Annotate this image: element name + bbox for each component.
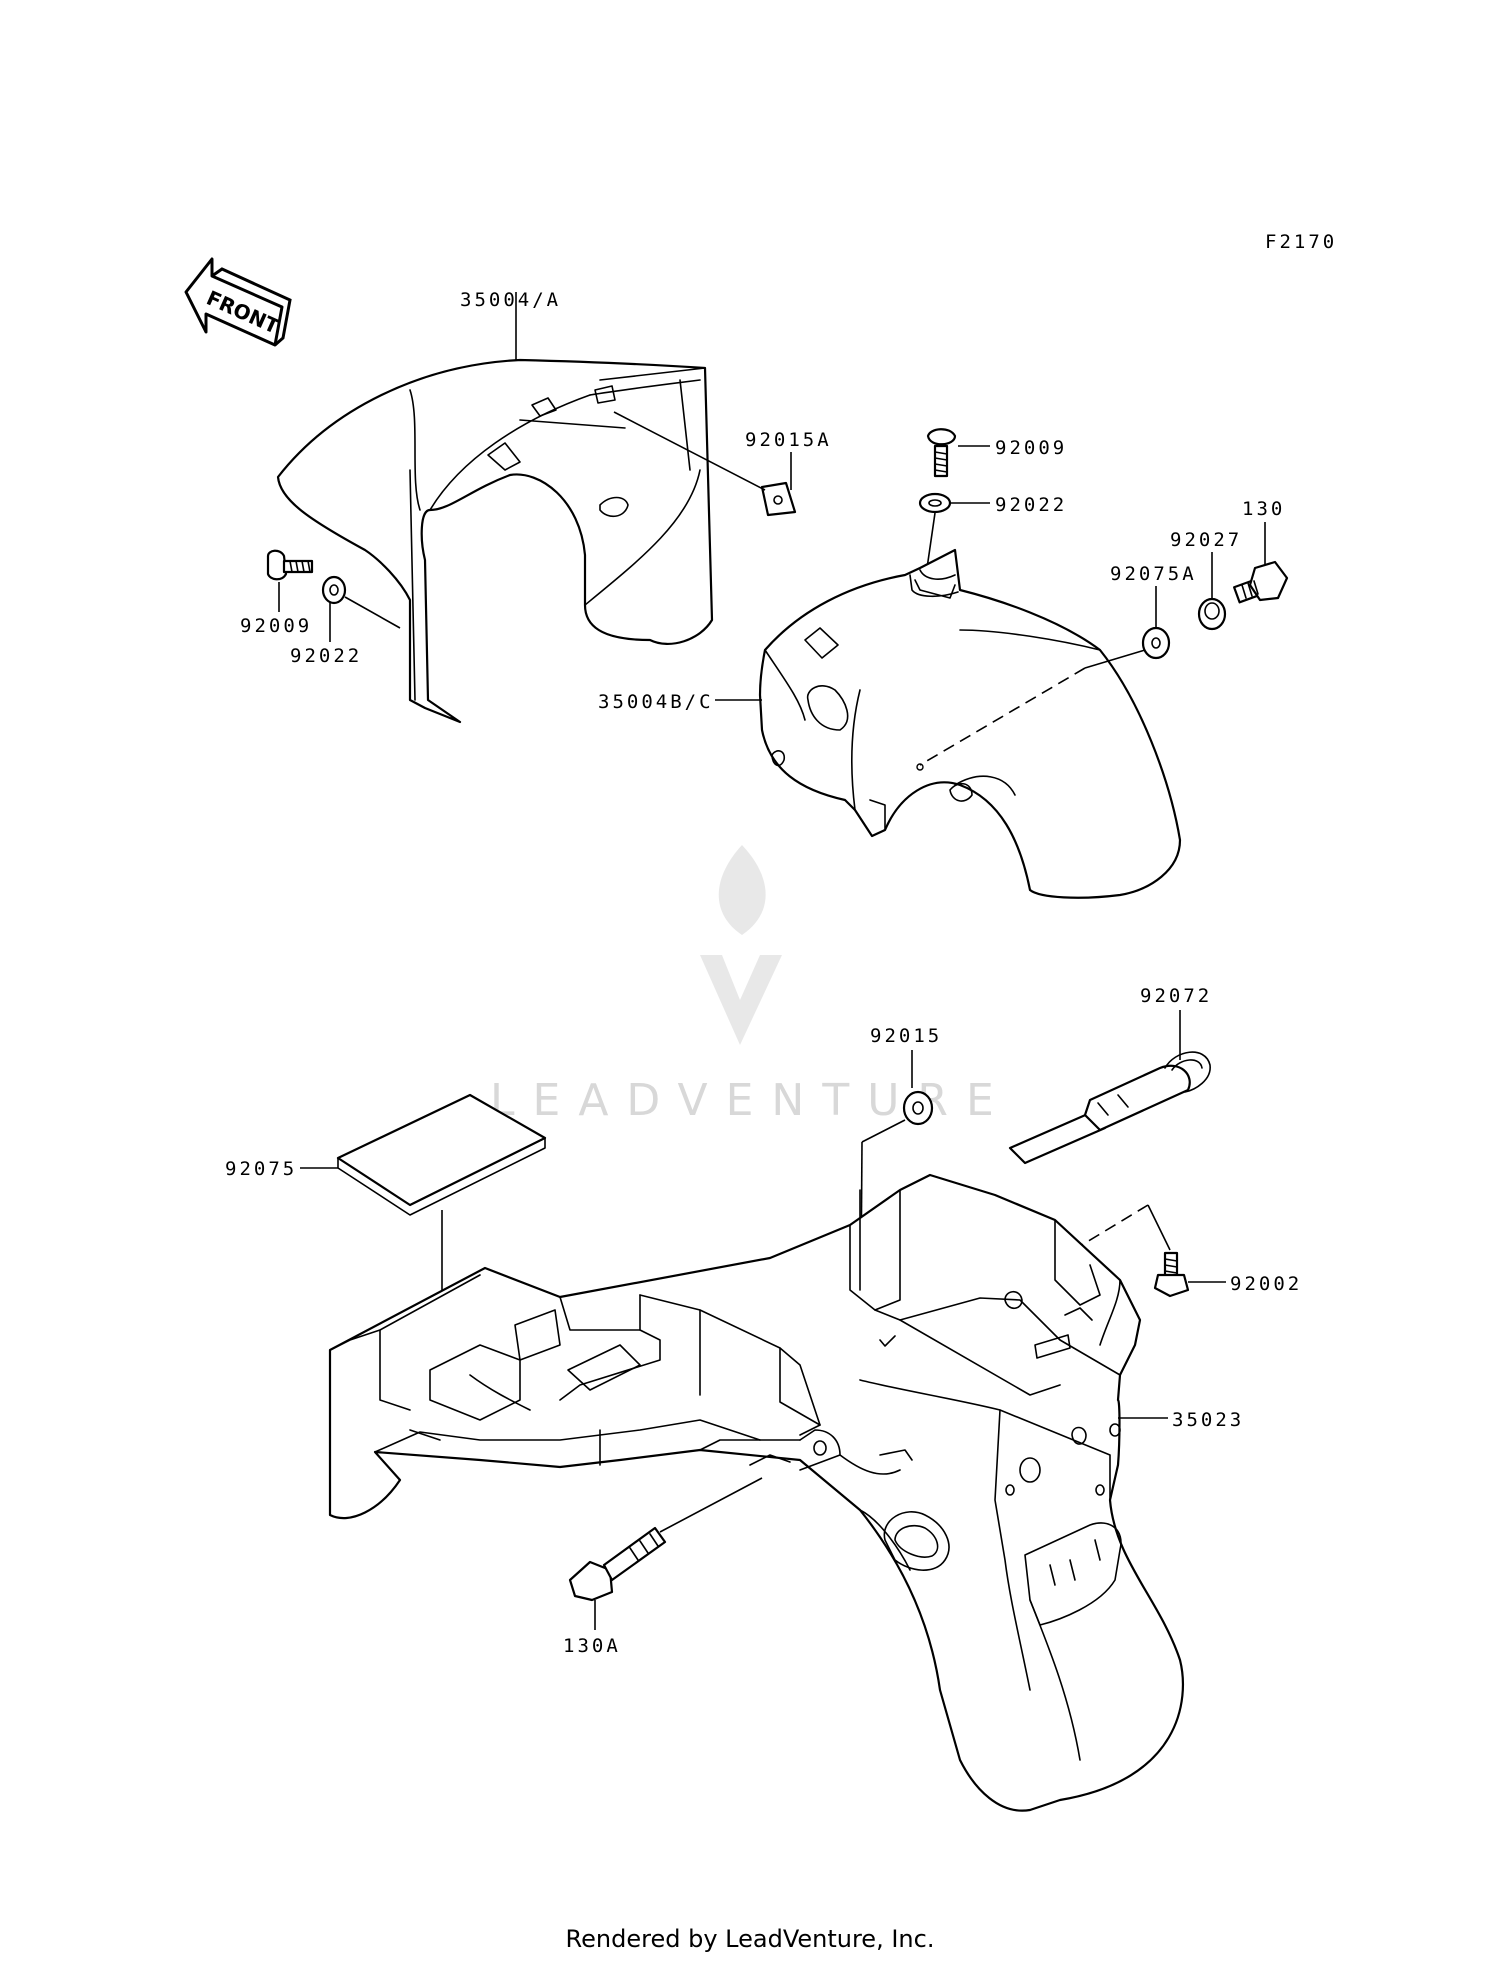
figure-code: F2170 [1265,231,1337,253]
bolt-top-92009-part [926,428,957,478]
callout-130a: 130A [563,1635,621,1657]
callout-92075a: 92075A [1110,563,1197,585]
callout-92072: 92072 [1140,985,1212,1007]
strap-92072-part [1008,1051,1211,1165]
callout-92009-left: 92009 [240,615,312,637]
screw-92002-part [1153,1251,1190,1298]
front-fender-part [276,358,714,724]
callout-92002: 92002 [1230,1273,1302,1295]
callout-35004b-c: 35004B/C [598,691,714,713]
rear-fender-part [328,1173,1185,1812]
bolt-130-part [1233,560,1289,604]
callout-92022-top: 92022 [995,494,1067,516]
pad-92075-part [336,1093,547,1216]
collar-92027-part [1197,597,1227,631]
damper-92075a-part [1141,626,1171,660]
callout-92015a: 92015A [745,429,832,451]
callout-92009-top: 92009 [995,437,1067,459]
watermark-text: LEADVENTURE [490,1075,1012,1126]
callout-35004-a: 35004/A [460,289,561,311]
callout-92015: 92015 [870,1025,942,1047]
callout-35023: 35023 [1172,1409,1244,1431]
watermark-logo-icon [700,845,782,1045]
clip-92015a-part [760,481,797,517]
washer-left-92022-part [321,575,347,605]
render-credit: Rendered by LeadVenture, Inc. [565,1925,935,1953]
callout-92027: 92027 [1170,529,1242,551]
callout-92075: 92075 [225,1158,297,1180]
grommet-92015-part [902,1090,934,1126]
front-arrow-icon: FRONT [184,257,292,347]
washer-top-92022-part [918,492,952,514]
callout-92022-left: 92022 [290,645,362,667]
callout-130: 130 [1242,498,1285,520]
bolt-130a-part [568,1526,667,1602]
inner-fender-part [758,548,1182,899]
bolt-left-92009-part [266,549,314,581]
